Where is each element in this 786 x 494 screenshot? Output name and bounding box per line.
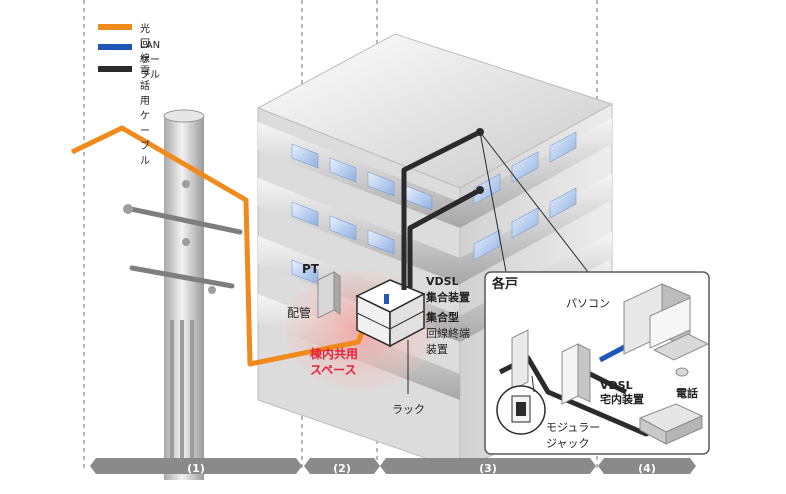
pt-box bbox=[317, 271, 341, 319]
segment-label-1: (1) bbox=[187, 462, 205, 475]
label-haikan: 配管 bbox=[287, 306, 312, 320]
label-jack-1: モジュラー bbox=[546, 421, 601, 434]
segment-label-4: (4) bbox=[638, 462, 656, 475]
label-shared-space-1: 棟内共用 bbox=[310, 347, 359, 361]
label-vdsl-main-2: 集合装置 bbox=[426, 291, 470, 304]
wall-jack-panel bbox=[496, 329, 546, 435]
legend-phone-label: 電話用ケーブル bbox=[140, 66, 150, 167]
legend-fiber-swatch bbox=[98, 24, 132, 30]
callout-lines bbox=[479, 131, 589, 273]
vdsl-home-unit bbox=[561, 343, 591, 405]
legend-phone-swatch bbox=[98, 66, 132, 72]
label-terminal-2: 回線終端 bbox=[426, 327, 470, 340]
label-terminal-3: 装置 bbox=[426, 343, 448, 356]
legend-fiber-label: 光回線 bbox=[140, 24, 150, 65]
label-terminal-1: 集合型 bbox=[426, 311, 459, 324]
legend-lan-label: LANケーブル bbox=[140, 40, 161, 81]
label-vdsl-main-1: VDSL bbox=[426, 275, 459, 288]
label-jack-2: ジャック bbox=[546, 437, 590, 450]
label-vdsl-home-1: VDSL bbox=[600, 379, 633, 392]
label-pc: パソコン bbox=[566, 297, 610, 310]
segment-label-2: (2) bbox=[333, 462, 351, 475]
segment-label-3: (3) bbox=[479, 462, 497, 475]
label-rack: ラック bbox=[392, 403, 425, 416]
telephone bbox=[638, 403, 704, 445]
vdsl-collective-unit bbox=[355, 279, 426, 348]
fiber-optic-line bbox=[70, 125, 371, 367]
utility-pole bbox=[123, 109, 243, 480]
pc-computer bbox=[623, 283, 710, 377]
building-phone-cables bbox=[401, 129, 482, 290]
label-shared-space-2: スペース bbox=[310, 363, 357, 377]
building-windows bbox=[291, 131, 577, 285]
label-vdsl-home-2: 宅内装置 bbox=[600, 393, 644, 406]
segment-bar bbox=[90, 458, 696, 474]
label-kakko: 各戸 bbox=[492, 277, 519, 292]
label-phone: 電話 bbox=[676, 387, 698, 400]
legend-lan-swatch bbox=[98, 44, 132, 50]
label-pt: PT bbox=[302, 262, 319, 276]
